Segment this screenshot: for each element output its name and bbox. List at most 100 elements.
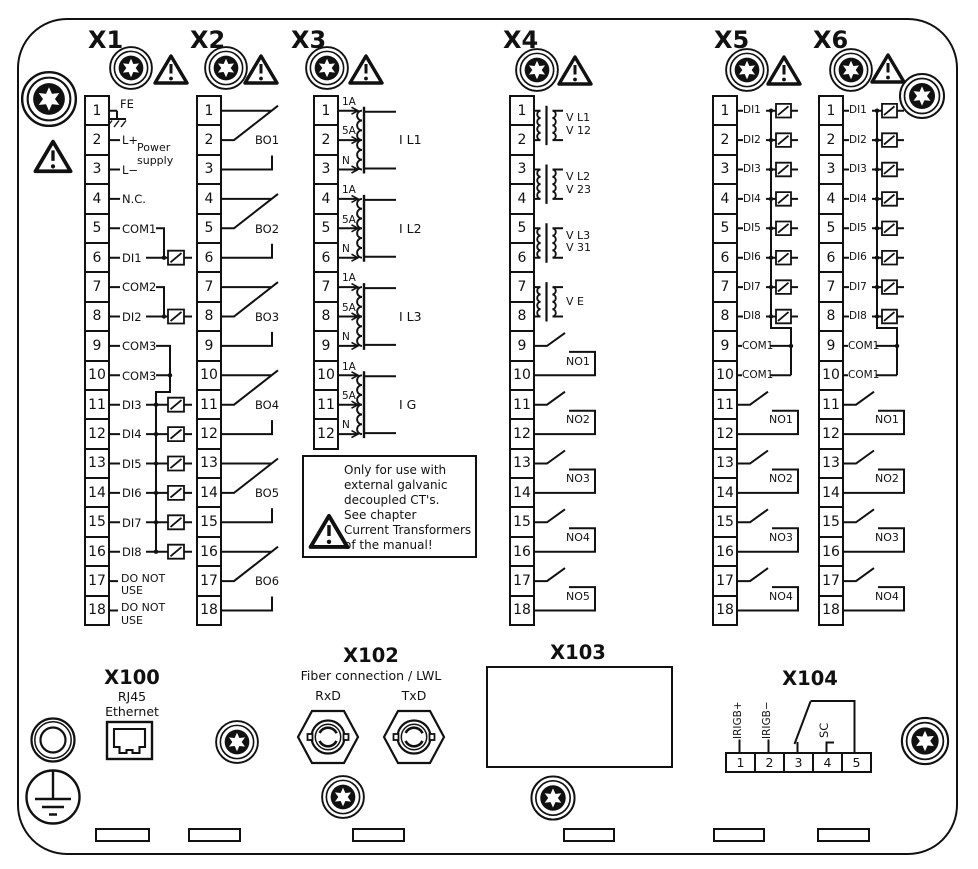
mounting-slot xyxy=(713,828,765,842)
terminal-cell: 7 xyxy=(712,271,738,303)
terminal-cell: 8 xyxy=(509,300,535,333)
x6-label-di4: DI4 xyxy=(849,192,867,205)
x100-title: X100 xyxy=(104,666,160,689)
x4-vt-label-3: V L3 V 31 xyxy=(566,229,591,255)
terminal-cell: 7 xyxy=(509,271,535,303)
terminal-cell: 18 xyxy=(196,594,222,627)
x2-wiring xyxy=(222,104,279,612)
x6-wiring xyxy=(844,103,905,612)
x5-label-di3: DI3 xyxy=(743,163,761,175)
terminal-cell: 9 xyxy=(712,330,738,362)
terminal-cell: 18 xyxy=(509,594,535,627)
terminal-cell: 6 xyxy=(712,241,738,274)
x5-label-di2: DI2 xyxy=(743,133,761,146)
terminal-cell: 7 xyxy=(818,271,844,303)
terminal-cell: 14 xyxy=(196,477,222,509)
x5-label-di6: DI6 xyxy=(743,251,761,263)
terminal-cell: 17 xyxy=(712,565,738,597)
terminal-cell: 3 xyxy=(84,153,110,186)
x5-label-no1: NO1 xyxy=(769,413,793,426)
terminal-cell: 9 xyxy=(196,330,222,362)
x1-label-lminus: L− xyxy=(122,162,139,177)
x4-vt-line: V E xyxy=(566,294,584,308)
mounting-slot xyxy=(352,828,405,842)
x6-label-com1a: COM1 xyxy=(848,339,880,352)
terminal-cell: 17 xyxy=(509,565,535,597)
terminal-cell: 8 xyxy=(196,300,222,333)
ct-warning-box xyxy=(302,455,477,558)
x3-tap-label: N xyxy=(342,331,350,343)
terminal-cell: 10 xyxy=(712,359,738,391)
x6-label-di2: DI2 xyxy=(849,133,867,146)
ct-warning-text: Only for use with external galvanic deco… xyxy=(344,463,472,552)
terminal-cell: 8 xyxy=(818,300,844,333)
protective-earth-icon xyxy=(25,769,81,825)
terminal-cell: 2 xyxy=(196,124,222,156)
x1-label-com3b: COM3 xyxy=(122,368,157,383)
terminal-cell: 4 xyxy=(509,183,535,215)
terminal-cell: 10 xyxy=(313,359,339,391)
terminal-cell: 10 xyxy=(818,359,844,391)
x104-title: X104 xyxy=(782,667,838,690)
terminal-cell: 9 xyxy=(313,330,339,362)
x103-title: X103 xyxy=(550,641,606,664)
terminal-cell: 4 xyxy=(812,752,843,773)
x5-label-di5: DI5 xyxy=(743,222,761,234)
x3-tap-label: N xyxy=(342,242,350,255)
x5-label-di8: DI8 xyxy=(743,310,761,322)
terminal-cell: 16 xyxy=(712,535,738,568)
terminal-cell: 10 xyxy=(196,359,222,391)
x5-label-di1: DI1 xyxy=(743,104,761,116)
x1-label-lplus: L+ xyxy=(122,133,139,147)
terminal-cell: 11 xyxy=(509,388,535,421)
x3-tap-label: 5A xyxy=(342,390,356,402)
x2-label-bo3: BO3 xyxy=(254,309,280,324)
x100-ethernet-label: Ethernet xyxy=(105,704,159,719)
terminal-cell: 12 xyxy=(196,418,222,450)
terminal-cell: 7 xyxy=(196,271,222,303)
x1-label-donotuse2: DO NOT USE xyxy=(121,601,166,627)
x3-group-ig: I G xyxy=(399,396,417,412)
x2-label-bo1: BO1 xyxy=(254,133,280,147)
x1-label-di3: DI3 xyxy=(122,397,142,412)
terminal-cell: 2 xyxy=(754,752,785,773)
x103-connector-area xyxy=(486,666,673,768)
x102-title: X102 xyxy=(343,644,399,667)
terminal-cell: 4 xyxy=(712,183,738,215)
x3-tap-label: 1A xyxy=(342,360,356,373)
x6-label-com1b: COM1 xyxy=(848,369,880,381)
x4-terminal-column: 1 2 3 4 5 6 7 8 9 10 11 12 13 14 15 16 1… xyxy=(509,95,535,627)
terminal-cell: 13 xyxy=(712,447,738,480)
x5-label-com1a: COM1 xyxy=(742,339,774,352)
x2-label-bo6: BO6 xyxy=(254,574,280,588)
x4-vt-label-4: V E xyxy=(566,294,584,309)
terminal-cell: 2 xyxy=(313,124,339,156)
x6-label-no3: NO3 xyxy=(875,530,899,544)
terminal-cell: 5 xyxy=(818,212,844,244)
terminal-cell: 5 xyxy=(841,752,872,773)
terminal-cell: 8 xyxy=(712,300,738,333)
terminal-cell: 11 xyxy=(712,388,738,421)
x6-label-no2: NO2 xyxy=(875,471,899,485)
terminal-cell: 17 xyxy=(84,565,110,597)
x3-tap-label: 1A xyxy=(342,184,356,196)
x2-label-bo2: BO2 xyxy=(254,221,280,236)
terminal-cell: 2 xyxy=(712,124,738,156)
x102-rxd-label: RxD xyxy=(315,688,341,703)
x4-wiring xyxy=(535,105,596,612)
terminal-cell: 11 xyxy=(313,388,339,421)
terminal-cell: 4 xyxy=(313,183,339,215)
x2-label-bo5: BO5 xyxy=(254,486,280,500)
x1-label-fe: FE xyxy=(120,97,134,111)
terminal-cell: 12 xyxy=(818,418,844,450)
terminal-cell: 12 xyxy=(313,418,339,450)
x1-terminal-column: 1 2 3 4 5 6 7 8 9 10 11 12 13 14 15 16 1… xyxy=(84,95,110,627)
x6-label-di3: DI3 xyxy=(849,163,867,175)
x5-label-no3: NO3 xyxy=(769,530,793,544)
terminal-cell: 14 xyxy=(84,477,110,509)
x1-label-com1: COM1 xyxy=(122,221,157,236)
terminal-cell: 15 xyxy=(84,506,110,538)
x1-label-com2: COM2 xyxy=(122,280,157,294)
terminal-cell: 14 xyxy=(712,477,738,509)
